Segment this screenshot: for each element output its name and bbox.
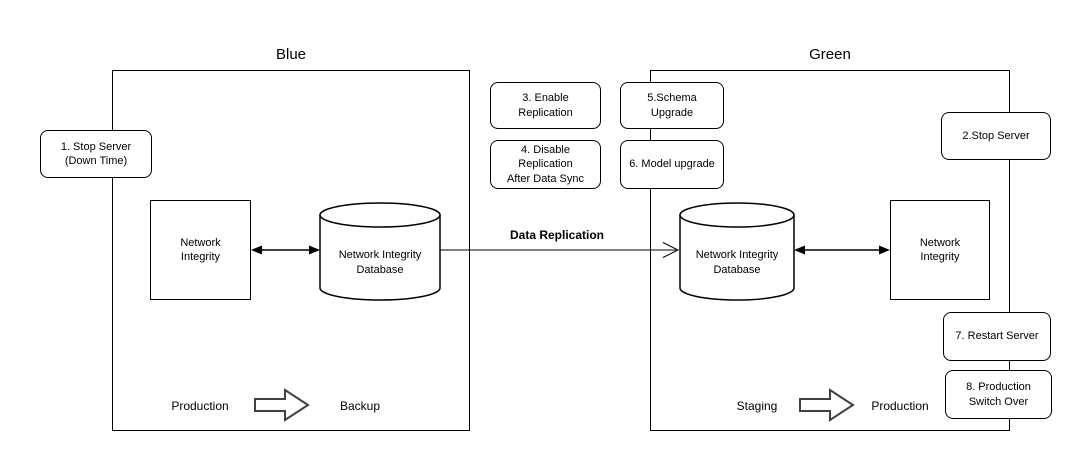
- data-replication-label: Data Replication: [509, 228, 605, 242]
- step-1-stop-server-callout: 1. Stop Server (Down Time): [40, 130, 152, 178]
- blue-production-label: Production: [171, 399, 229, 413]
- step-8-production-switch-over-callout: 8. Production Switch Over: [945, 370, 1052, 419]
- green-database-cylinder: [679, 202, 795, 301]
- green-promotion-block-arrow: [799, 388, 855, 422]
- green-environment-title: Green: [809, 45, 851, 63]
- step-7-restart-server-callout: 7. Restart Server: [943, 312, 1051, 361]
- step-4-disable-replication-callout: 4. Disable Replication After Data Sync: [490, 140, 601, 189]
- blue-environment-title: Blue: [275, 45, 307, 63]
- green-staging-label: Staging: [736, 399, 778, 413]
- green-app-db-arrow: [794, 245, 890, 255]
- green-network-integrity-node: Network Integrity: [890, 200, 990, 300]
- blue-database-label: Network Integrity Database: [338, 249, 422, 276]
- step-3-enable-replication-callout: 3. Enable Replication: [490, 82, 601, 129]
- blue-network-integrity-node: Network Integrity: [150, 200, 251, 300]
- blue-database-cylinder: [319, 202, 441, 301]
- blue-app-db-arrow: [251, 245, 320, 255]
- green-production-label: Production: [871, 399, 929, 413]
- blue-environment-box: [112, 70, 470, 431]
- step-6-model-upgrade-callout: 6. Model upgrade: [620, 140, 724, 189]
- blue-promotion-block-arrow: [254, 388, 310, 422]
- step-2-stop-server-callout: 2.Stop Server: [941, 112, 1051, 160]
- green-database-label: Network Integrity Database: [695, 249, 779, 276]
- green-environment-box: [650, 70, 1010, 431]
- data-replication-arrow: [440, 242, 680, 258]
- blue-backup-label: Backup: [339, 399, 381, 413]
- step-5-schema-upgrade-callout: 5.Schema Upgrade: [620, 82, 724, 129]
